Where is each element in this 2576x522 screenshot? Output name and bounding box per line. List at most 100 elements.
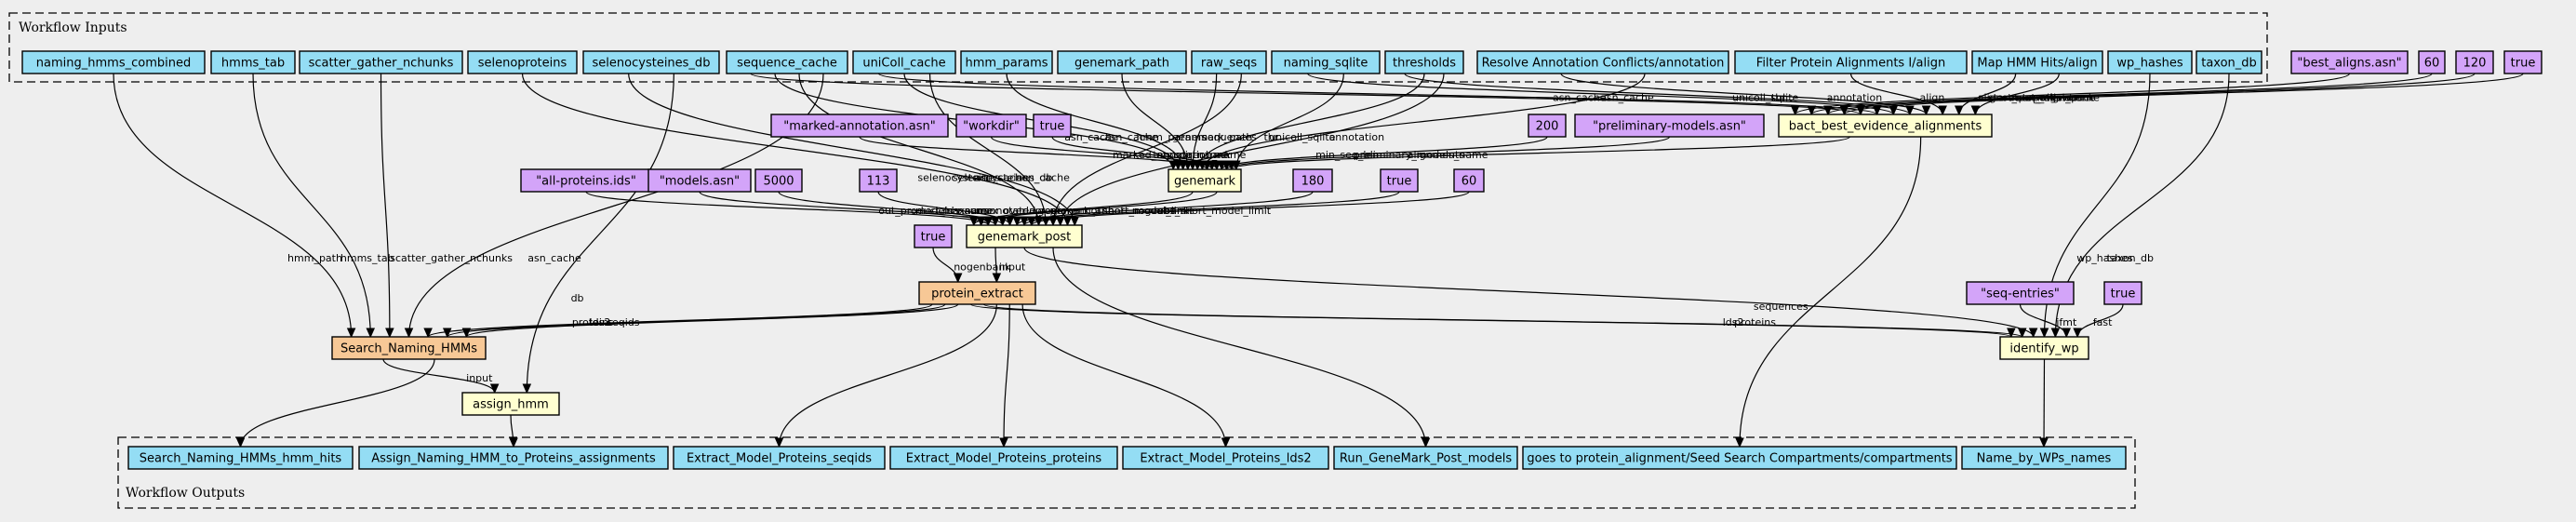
node-c-true-d: true [914, 224, 953, 248]
arrowhead [404, 328, 414, 339]
node-s-protein-extract: protein_extract [918, 281, 1036, 305]
node-out-search-hits: Search_Naming_HMMs_hmm_hits [127, 446, 354, 470]
node-out-lds2: Extract_Model_Proteins_lds2 [1122, 446, 1329, 470]
node-box [1168, 168, 1242, 193]
edge-label: sequences [1202, 131, 1257, 143]
edge-c-113-to-s-genemark-post: max_overlap [877, 191, 1042, 227]
node-out-seqids: Extract_Model_Proteins_seqids [673, 446, 886, 470]
edge-in-taxon-db-to-s-identify-wp: taxon_db [2050, 73, 2230, 339]
node-label: true [921, 231, 946, 245]
node-label: selenocysteines_db [593, 57, 711, 71]
edge-line [1843, 73, 2524, 115]
node-box [2196, 50, 2262, 74]
edge-in-filter-align-to-s-bact-best: align [1849, 73, 1947, 116]
node-box [770, 114, 949, 138]
edge-in-resolve-annot-to-s-bact-best: annotation [1560, 73, 1931, 116]
arrowhead [423, 328, 433, 339]
arrowhead [1970, 105, 1981, 116]
node-in-hmms-tab: hmms_tab [210, 50, 296, 74]
node-c-180: 180 [1292, 168, 1333, 193]
edge-label: out_product_ids_name [878, 205, 994, 217]
edge-c-true-d-to-s-protein-extract: nogenbank [932, 247, 1011, 284]
arrowhead [442, 328, 452, 339]
edge-s-bact-best-to-out-compartments [1735, 136, 1922, 448]
arrowhead [235, 437, 246, 448]
node-label: protein_extract [931, 288, 1023, 301]
node-label: thresholds [1393, 57, 1456, 71]
node-label: naming_sqlite [1284, 57, 1368, 71]
edge-label: db [571, 292, 584, 304]
edge-in-thresholds-to-s-genemark-post [1055, 73, 1445, 227]
edge-label: align [1978, 92, 2003, 104]
node-label: "marked-annotation.asn" [783, 120, 935, 134]
edge-line [252, 73, 371, 338]
node-in-wp-hashes: wp_hashes [2107, 50, 2193, 74]
node-in-raw-seqs: raw_seqs [1191, 50, 1267, 74]
edge-in-unicoll-cache-to-s-genemark-post: asn_cache [928, 73, 1070, 227]
edge-label: lds2 [1723, 316, 1744, 328]
node-label: "models.asn" [660, 175, 740, 189]
arrowhead [1790, 105, 1800, 116]
node-c-60a: 60 [2418, 50, 2446, 74]
node-label: hmm_params [965, 57, 1048, 71]
edge-label: thr [1771, 92, 1786, 104]
edge-in-hmm-params-to-s-genemark: hmm_params [1006, 73, 1207, 171]
edge-in-naming-hmms-combined-to-s-search-naming: hmm_path [113, 73, 356, 339]
node-out-assign: Assign_Naming_HMM_to_Proteins_assignment… [358, 446, 669, 470]
arrowhead [1005, 216, 1015, 227]
node-in-sequence-cache: sequence_cache [726, 50, 848, 74]
edge-label: unicoll_sqlite [1269, 131, 1336, 143]
edge-label: annotation [1827, 92, 1883, 104]
arrowhead [1062, 216, 1073, 227]
edge-label: hmm_path [287, 252, 342, 264]
arrowhead [1221, 437, 1231, 448]
arrowhead [999, 437, 1008, 448]
edge-label: proteins [1734, 316, 1776, 328]
arrowhead [1048, 216, 1058, 227]
node-box [467, 50, 578, 74]
edge-label: asn_cache [1016, 171, 1070, 183]
edge-line [928, 73, 1047, 226]
node-label: bact_best_evidence_alignments [1789, 120, 1982, 134]
edge-in-raw-seqs-to-s-genemark-post [1048, 73, 1242, 227]
edge-s-identify-wp-to-out-wp-names [2039, 358, 2049, 448]
edge-label: max_unannotated_region [942, 205, 1073, 217]
node-label: selenoproteins [478, 57, 567, 71]
node-label: "all-proteins.ids" [536, 175, 636, 189]
workflow-inputs-label: Workflow Inputs [19, 20, 127, 35]
edge-label: output_align_name [2002, 92, 2101, 104]
edge-line [877, 73, 1878, 115]
edge-s-protein-extract-to-s-identify-wp: proteins [982, 303, 2027, 339]
node-label: 120 [2463, 57, 2487, 71]
edge-label: selenocysteines [917, 171, 999, 183]
node-box [358, 446, 669, 470]
node-label: Map HMM Hits/align [1977, 57, 2097, 71]
edge-line [1225, 136, 1671, 170]
edge-line [1231, 136, 1850, 170]
arrowhead [461, 328, 472, 339]
node-box [673, 446, 886, 470]
node-c-5000: 5000 [754, 168, 803, 193]
arrowhead [1232, 160, 1241, 171]
arrowhead [1026, 216, 1036, 227]
node-in-thresholds: thresholds [1384, 50, 1464, 74]
edge-line [859, 136, 1208, 170]
edge-line [628, 73, 1075, 226]
node-label: genemark [1174, 175, 1235, 189]
edge-label: asn_cache [527, 252, 581, 264]
edge-s-genemark-post-to-s-protein-extract: input [992, 247, 1026, 284]
node-in-naming-hmms-combined: naming_hmms_combined [21, 50, 206, 74]
edge-label: max_overlap [2011, 92, 2077, 104]
node-box [1999, 336, 2089, 360]
arrowhead [774, 437, 784, 448]
edge-line [1196, 73, 1425, 170]
node-c-120: 120 [2455, 50, 2494, 74]
edge-line [380, 73, 391, 338]
node-label: taxon_db [2201, 57, 2257, 71]
edge-label: marked_annotation_name [1113, 149, 1247, 161]
node-c-marked-annot: "marked-annotation.asn" [770, 114, 949, 138]
edge-s-protein-extract-to-out-proteins [999, 303, 1010, 448]
node-out-compartments: goes to protein_alignment/Seed Search Co… [1522, 446, 1957, 470]
